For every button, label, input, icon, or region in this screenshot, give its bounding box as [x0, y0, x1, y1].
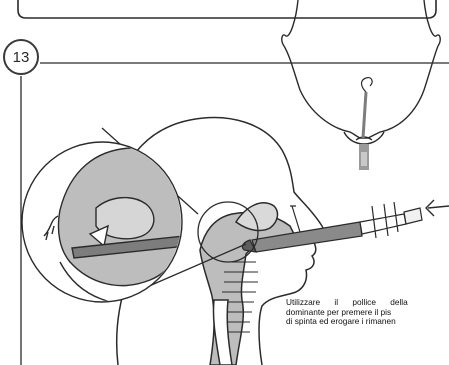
push-direction-arrow	[426, 200, 449, 216]
caption-line-3: di spinta ed erogare i rimanen	[286, 317, 449, 327]
previous-step-frame	[18, 0, 436, 18]
step-number: 13	[13, 49, 30, 66]
step-number-badge: 13	[3, 39, 39, 75]
head-top-view	[282, 0, 440, 170]
instruction-caption: Utilizzare il pollice della dominante pe…	[286, 298, 449, 327]
